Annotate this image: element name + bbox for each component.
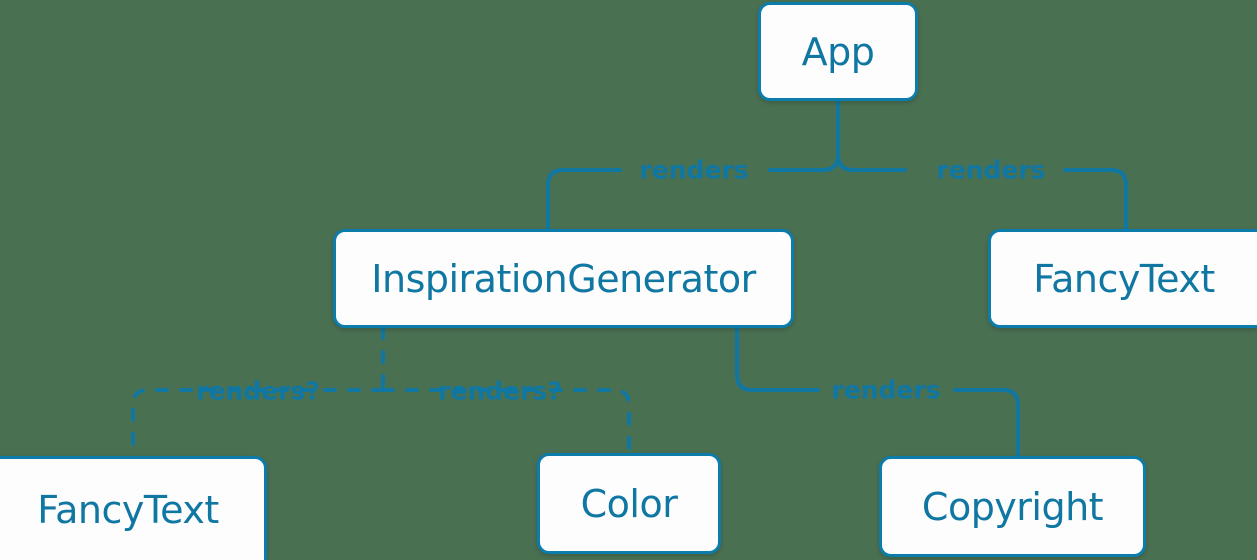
edge-inspirationgenerator-copyright <box>735 326 820 392</box>
node-inspirationgenerator[interactable]: InspirationGenerator <box>333 229 794 328</box>
node-fancytext-left[interactable]: FancyText <box>0 456 267 560</box>
edge-app-fancytext-top-tail <box>1063 168 1128 231</box>
node-color-label: Color <box>580 481 678 526</box>
edge-app-inspirationgenerator <box>768 99 840 172</box>
node-fancytext-top-label: FancyText <box>1033 256 1215 301</box>
edge-label-app-fancytext-top: renders <box>936 155 1046 185</box>
edge-label-inspirationgenerator-copyright: renders <box>831 375 941 405</box>
edge-app-inspirationgenerator-tail <box>546 168 622 231</box>
edge-inspirationgenerator-color <box>381 388 631 455</box>
edge-inspirationgenerator-copyright-tail <box>953 388 1020 458</box>
edge-app-fancytext-top <box>836 99 907 172</box>
edge-label-inspirationgenerator-fancytext-left: renders? <box>196 376 320 406</box>
node-fancytext-top[interactable]: FancyText <box>988 229 1257 328</box>
edge-label-app-inspirationgenerator: renders <box>639 155 749 185</box>
edge-inspirationgenerator-fancytext-left <box>131 388 385 458</box>
node-copyright-label: Copyright <box>921 484 1104 529</box>
edge-label-inspirationgenerator-color: renders? <box>438 376 562 406</box>
node-inspirationgenerator-label: InspirationGenerator <box>371 256 756 301</box>
node-app-label: App <box>801 29 875 74</box>
node-color[interactable]: Color <box>537 453 721 554</box>
node-copyright[interactable]: Copyright <box>879 456 1146 557</box>
node-app[interactable]: App <box>758 2 918 101</box>
node-fancytext-left-label: FancyText <box>37 487 219 532</box>
